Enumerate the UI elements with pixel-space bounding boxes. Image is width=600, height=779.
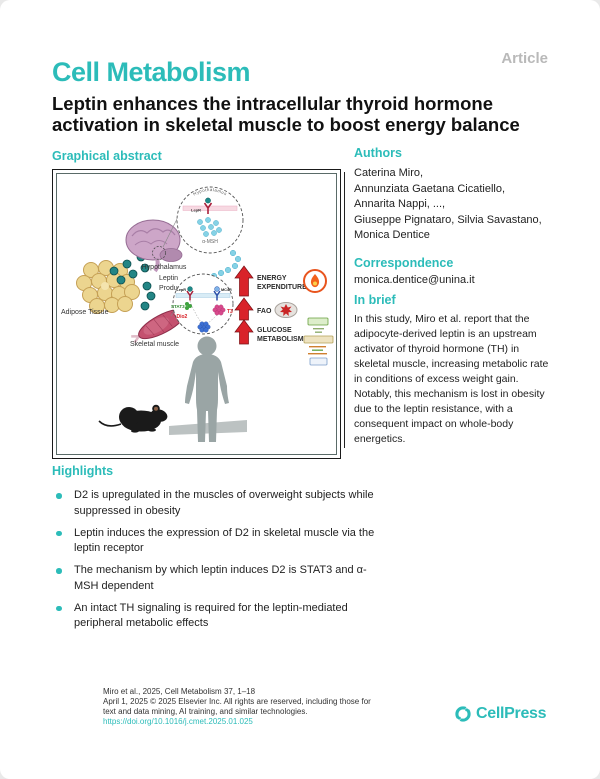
mc4r-label: MC4R xyxy=(221,288,232,292)
shadow xyxy=(169,420,247,435)
author-line: Giuseppe Pignataro, Silvia Savastano, xyxy=(354,213,542,226)
lepr-top-label: LepR xyxy=(191,208,201,213)
glucose-metabolism-label-1: GLUCOSE xyxy=(257,327,292,334)
fao-arrow xyxy=(234,297,254,321)
bullet-icon xyxy=(56,568,62,574)
skeletal-muscle-label: Skeletal muscle xyxy=(130,341,179,348)
stat3-cluster xyxy=(185,302,192,310)
correspondence-heading: Correspondence xyxy=(354,256,454,270)
hypothalamus-highlight-circle xyxy=(152,246,166,260)
flame-icon xyxy=(303,269,327,293)
t3-cluster xyxy=(212,304,226,316)
skeletal-muscle xyxy=(131,304,193,344)
highlight-item: D2 is upregulated in the muscles of over… xyxy=(52,488,382,519)
adipose-tissue-label: Adipose Tissue xyxy=(61,309,109,316)
doi-link[interactable]: https://doi.org/10.1016/j.cmet.2025.01.0… xyxy=(103,717,253,726)
energy-expenditure-label-1: ENERGY xyxy=(257,275,287,282)
author-line: Caterina Miro, xyxy=(354,167,424,179)
highlight-item: An intact TH signaling is required for t… xyxy=(52,601,382,632)
brain xyxy=(125,219,183,273)
amsh-trail xyxy=(210,249,242,280)
correspondence-section: Correspondence monica.dentice@unina.it xyxy=(354,256,554,286)
hypothalamus-inset-curved-label: Hypothalamus xyxy=(192,187,228,196)
adipose-tissue xyxy=(76,260,140,314)
in-brief-text: In this study, Miro et al. report that t… xyxy=(354,313,549,445)
amsh-dots xyxy=(197,217,222,237)
hypothalamus-inset: Hypothalamus LepR α-MSH xyxy=(176,186,244,254)
graphical-abstract-figure: Adipose Tissue Leptin Production xyxy=(56,173,337,455)
cellpress-logo: CellPress xyxy=(454,705,547,723)
glucose-metabolism-arrow xyxy=(234,319,254,345)
column-divider xyxy=(344,172,345,448)
glucose-metabolism-label-2: METABOLISM xyxy=(257,336,304,343)
human-silhouette xyxy=(185,336,229,442)
mc4r-receptor-icon xyxy=(213,286,221,301)
mitochondria-icon xyxy=(274,302,298,318)
cellpress-logo-text: CellPress xyxy=(476,705,547,722)
graphical-abstract-svg: Adipose Tissue Leptin Production xyxy=(61,186,334,442)
highlight-item: The mechanism by which leptin induces D2… xyxy=(52,563,382,594)
author-line: Monica Dentice xyxy=(354,229,430,241)
fao-label: FAO xyxy=(257,308,272,315)
energy-expenditure-arrow xyxy=(234,265,254,297)
energy-expenditure-label-2: EXPENDITURE xyxy=(257,284,307,291)
leptin-production-label-1: Leptin xyxy=(159,275,178,282)
copyright-line: April 1, 2025 © 2025 Elsevier Inc. All r… xyxy=(103,697,371,706)
hypothalamus-label: Hypothalamus xyxy=(142,264,187,271)
bullet-icon xyxy=(56,493,62,499)
citation-footer: Miro et al., 2025, Cell Metabolism 37, 1… xyxy=(103,687,371,727)
graphical-abstract-box: Adipose Tissue Leptin Production xyxy=(52,169,341,459)
lepr-muscle-receptor-icon xyxy=(186,286,194,301)
in-brief-section: In brief In this study, Miro et al. repo… xyxy=(354,293,554,447)
leptin-production-label-2: Production xyxy=(159,285,193,292)
mini-pathway-diagram xyxy=(303,317,334,366)
graphical-abstract-heading: Graphical abstract xyxy=(52,149,162,163)
authors-section: Authors Caterina Miro, Annunziata Gaetan… xyxy=(354,146,554,244)
paper-title-line2: activation in skeletal muscle to boost e… xyxy=(52,114,520,135)
highlight-item: Leptin induces the expression of D2 in s… xyxy=(52,526,382,557)
citation-line: Miro et al., 2025, Cell Metabolism 37, 1… xyxy=(103,687,256,696)
highlights-list: D2 is upregulated in the muscles of over… xyxy=(52,488,382,632)
copyright-line: text and data mining, AI training, and s… xyxy=(103,707,308,716)
in-brief-heading: In brief xyxy=(354,293,396,307)
correspondence-email[interactable]: monica.dentice@unina.it xyxy=(354,274,475,286)
paper-title: Leptin enhances the intracellular thyroi… xyxy=(52,93,582,135)
cellpress-logo-icon xyxy=(455,706,471,722)
paper-title-line1: Leptin enhances the intracellular thyroi… xyxy=(52,93,493,114)
author-list: Caterina Miro, Annunziata Gaetana Cicati… xyxy=(354,166,554,244)
author-line: Annarita Nappi, ..., xyxy=(354,198,446,210)
dio2-label: ↑Dio2 xyxy=(174,314,188,320)
bullet-icon xyxy=(56,530,62,536)
bullet-icon xyxy=(56,605,62,611)
highlights-section: Highlights D2 is upregulated in the musc… xyxy=(52,464,382,638)
mouse xyxy=(98,404,168,433)
author-line: Annunziata Gaetana Cicatiello, xyxy=(354,182,506,195)
lepr-receptor-icon xyxy=(203,197,213,214)
stat3-label: STAT3 xyxy=(171,304,185,309)
t3-label: T3 xyxy=(227,309,233,315)
highlights-heading: Highlights xyxy=(52,464,114,478)
article-type-badge: Article xyxy=(501,50,548,67)
lepr-muscle-label: LepR xyxy=(177,288,187,292)
amsh-label: α-MSH xyxy=(202,239,218,245)
muscle-inset: LepR MC4R STAT3 ↑Dio2 T3 xyxy=(171,273,234,335)
authors-heading: Authors xyxy=(354,146,402,160)
t4-cluster xyxy=(197,321,211,333)
journal-name: Cell Metabolism xyxy=(52,57,251,87)
